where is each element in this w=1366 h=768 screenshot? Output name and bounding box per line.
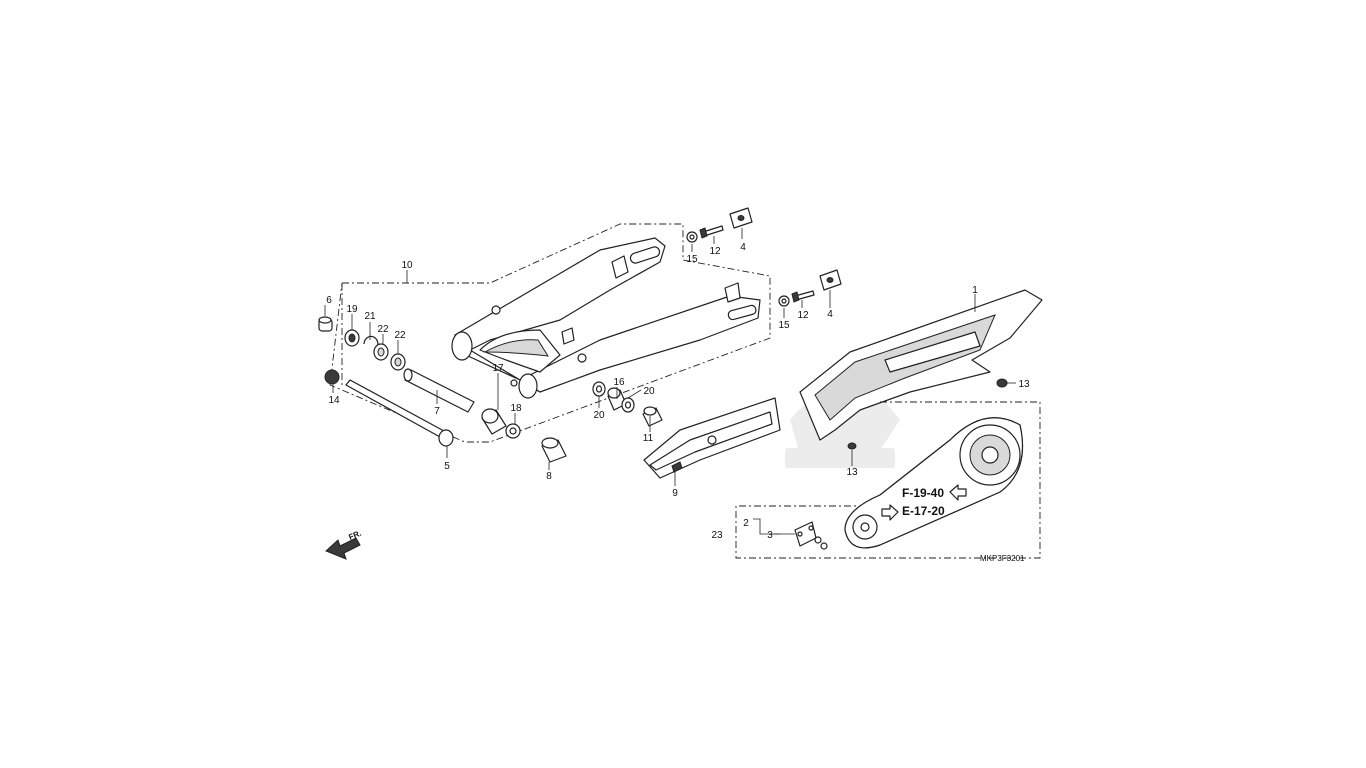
part-12-bolt-a (699, 225, 724, 239)
part-18-seal (505, 423, 521, 439)
part-22-bearing-b (390, 353, 406, 371)
callout-22b: 22 (394, 330, 406, 341)
callout-15b: 15 (778, 320, 790, 331)
part-22-bearing-a (373, 343, 389, 361)
part-12-bolt-b (791, 290, 815, 303)
reference-e-17-20[interactable]: E-17-20 (902, 504, 945, 518)
front-label: FR. (347, 529, 362, 542)
callout-6: 6 (326, 295, 332, 306)
callout-11: 11 (643, 433, 654, 444)
part-11-collar (642, 406, 663, 427)
part-8-bushing (541, 437, 567, 463)
leader-lines (324, 228, 1016, 535)
part-1-chain-case (799, 289, 1043, 441)
callout-12a: 12 (709, 246, 721, 257)
swingarm-group-bracket (329, 223, 771, 443)
callout-20a: 20 (643, 386, 655, 397)
figure-code: MKP3F3201 (980, 554, 1025, 563)
chain-group-bracket (735, 401, 1041, 559)
callout-4a: 4 (740, 242, 746, 253)
part-20-seal-a (592, 381, 606, 397)
callout-16: 16 (613, 377, 625, 388)
callout-3: 3 (767, 530, 773, 541)
part-17-bushing (481, 408, 507, 435)
part-19-seal (344, 329, 360, 347)
callout-21: 21 (364, 311, 376, 322)
callout-14: 14 (328, 395, 340, 406)
part-3-master-link (794, 521, 828, 550)
reference-arrow-left-icon (949, 484, 967, 501)
callout-12b: 12 (797, 310, 809, 321)
callout-2: 2 (743, 518, 749, 529)
part-5-pivot-bolt (345, 379, 454, 447)
callout-22a: 22 (377, 324, 389, 335)
callout-labels: 1 2 3 4 4 5 6 7 8 9 10 11 12 12 13 13 14… (326, 242, 1030, 541)
part-4-plate-b (819, 269, 842, 291)
callout-4b: 4 (827, 309, 833, 320)
callout-18: 18 (510, 403, 522, 414)
swingarm (451, 237, 761, 399)
callout-20b: 20 (593, 410, 605, 421)
reference-arrow-right-icon (881, 504, 899, 521)
callout-17: 17 (492, 363, 504, 374)
part-7-pivot-collar (403, 368, 475, 413)
part-13-bolt-b (847, 442, 857, 450)
callout-9: 9 (672, 488, 678, 499)
callout-13a: 13 (1018, 379, 1030, 390)
front-sprocket (852, 514, 878, 540)
callout-10: 10 (401, 260, 413, 271)
callout-7: 7 (434, 406, 440, 417)
reference-f-19-40[interactable]: F-19-40 (902, 486, 944, 500)
part-6-collar (318, 316, 333, 332)
part-13-bolt-a (996, 378, 1008, 388)
callout-8: 8 (546, 471, 552, 482)
part-14-nut (324, 369, 340, 385)
part-9-chain-slider (643, 397, 781, 479)
callout-5: 5 (444, 461, 450, 472)
part-4-plate-a (729, 207, 753, 229)
callout-23: 23 (711, 530, 723, 541)
callout-13b: 13 (846, 467, 858, 478)
callout-15a: 15 (686, 254, 698, 265)
callout-1: 1 (972, 285, 978, 296)
part-15-washer-b (778, 295, 790, 307)
part-15-washer-a (686, 231, 698, 243)
callout-19: 19 (346, 304, 358, 315)
part-20-seal-b (621, 397, 635, 413)
front-direction-arrow-icon (325, 537, 361, 560)
rear-sprocket (959, 424, 1021, 486)
